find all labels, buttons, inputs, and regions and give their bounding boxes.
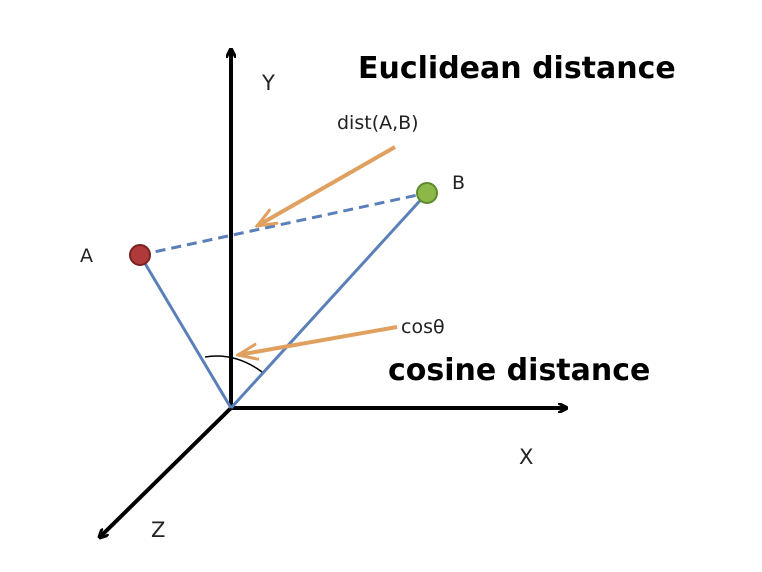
z-axis — [100, 406, 233, 537]
cosine-distance-title: cosine distance — [388, 353, 650, 388]
pointer-arrows — [238, 145, 398, 355]
dist-annotation: dist(A,B) — [337, 112, 419, 134]
z-axis-label: Z — [151, 518, 165, 542]
euclidean-distance-title: Euclidean distance — [358, 51, 676, 86]
dist-pointer-arrow — [257, 145, 396, 226]
axes — [100, 50, 566, 537]
vectors — [138, 191, 429, 410]
vector-a — [138, 254, 233, 409]
vector-b — [229, 191, 429, 410]
point-a-marker — [129, 244, 151, 266]
cos-theta-annotation: cosθ — [401, 316, 445, 338]
euclidean-distance-line — [139, 191, 428, 257]
x-axis-label: X — [519, 445, 533, 469]
point-b-marker — [416, 182, 438, 204]
point-a-label: A — [80, 245, 93, 267]
y-axis-label: Y — [261, 71, 275, 95]
angle-theta-arc — [204, 355, 263, 373]
cos-pointer-arrow — [238, 325, 398, 355]
point-b-label: B — [452, 172, 465, 194]
